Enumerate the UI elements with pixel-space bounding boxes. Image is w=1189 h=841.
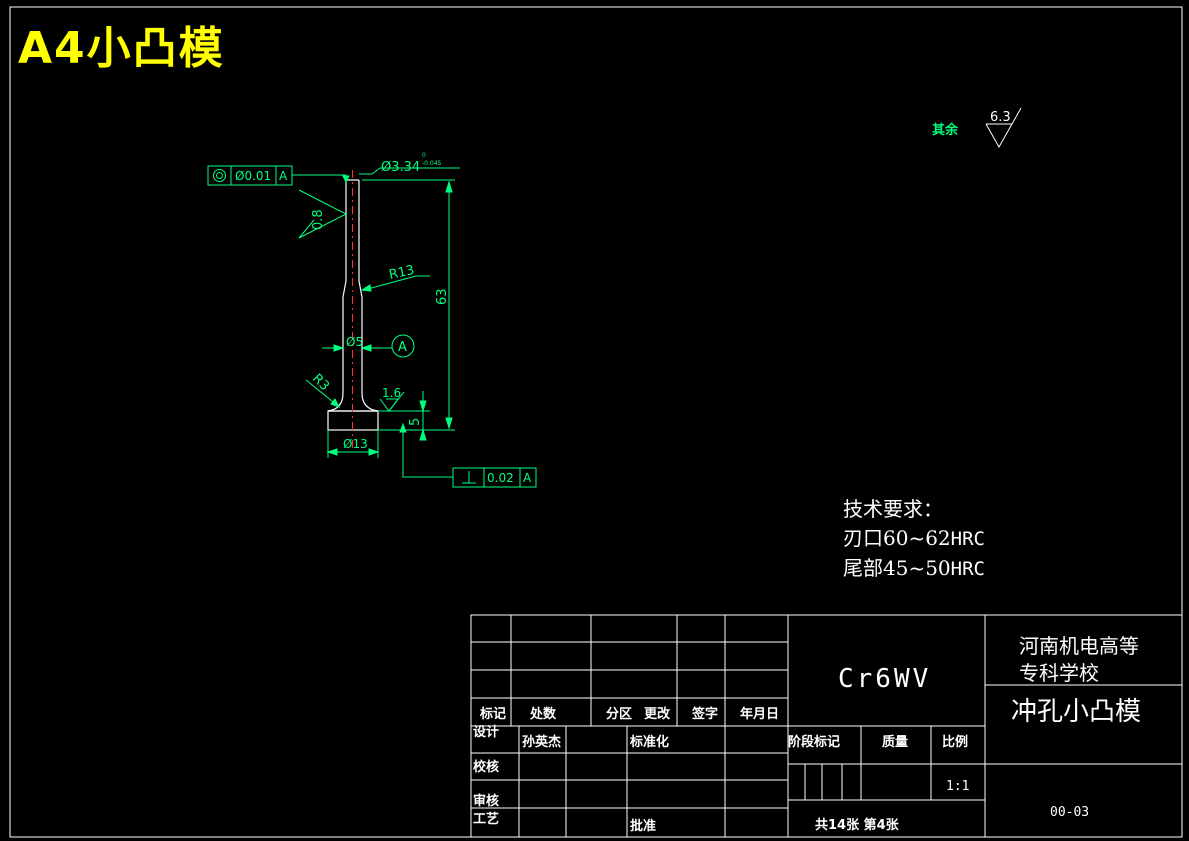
edge-hardness-text: 刃口60~62: [843, 526, 951, 550]
material-label: Cr6WV: [838, 664, 931, 694]
tip-diameter-label: Ø3.34: [381, 160, 420, 175]
scale-value: 1:1: [946, 779, 969, 794]
head-diameter-label: Ø13: [343, 437, 368, 451]
tech-requirement-edge: 刃口60~62HRC: [843, 522, 985, 551]
coaxiality-frame: [207, 165, 350, 186]
col-count: 处数: [529, 706, 557, 722]
col-mark: 标记: [479, 706, 506, 722]
coaxiality-value: Ø0.01: [235, 169, 271, 183]
tech-requirements-heading: 技术要求：: [843, 497, 943, 521]
roughness-head-value: 1.6: [382, 386, 401, 400]
other-surfaces-label: 其余: [932, 122, 959, 138]
sheets-count: 共14张 第4张: [815, 817, 900, 833]
stage-mark-label: 阶段标记: [788, 734, 840, 750]
other-surfaces-roughness-value: 6.3: [990, 110, 1011, 125]
coaxiality-datum: A: [279, 169, 288, 183]
length-63-dimension: [362, 179, 455, 431]
tip-tolerance-lower: -0.045: [422, 160, 442, 167]
tail-hardness-unit: HRC: [950, 558, 985, 580]
other-surfaces-roughness-symbol: [985, 107, 1022, 149]
drawing-border: [9, 6, 1183, 838]
roughness-tip-symbol: [298, 189, 348, 239]
drawing-number: 00-03: [1050, 805, 1089, 820]
roughness-tip-value: 0.8: [311, 209, 326, 230]
part-name: 冲孔小凸模: [1011, 697, 1141, 727]
perpendicularity-frame: [399, 422, 537, 488]
col-sign: 签字: [691, 706, 718, 722]
tech-requirement-tail: 尾部45~50HRC: [843, 552, 985, 581]
shank-diameter-dimension: [322, 334, 415, 358]
head-diameter-dimension: [326, 430, 380, 458]
row-standard: 标准化: [629, 734, 669, 750]
col-date: 年月日: [740, 706, 779, 722]
row-design: 设计: [473, 724, 499, 740]
tail-hardness-text: 尾部45~50: [843, 556, 951, 580]
perpendicularity-datum: A: [523, 471, 532, 485]
title-block-grid: [470, 614, 1183, 838]
col-change: 更改: [644, 706, 671, 722]
roughness-head-symbol: [379, 391, 405, 412]
sheet-size-label: A4小凸模: [18, 23, 225, 74]
perpendicularity-value: 0.02: [487, 471, 514, 485]
head-height-dimension: [378, 391, 430, 441]
datum-a-label: A: [398, 340, 407, 355]
school-name-line2: 专科学校: [1019, 661, 1099, 685]
school-name-line1: 河南机电高等: [1019, 634, 1139, 658]
r3-leader: [305, 379, 341, 408]
col-zone: 分区: [606, 706, 632, 722]
shank-diameter-label: Ø5: [346, 335, 363, 349]
scale-label: 比例: [942, 734, 968, 750]
r13-leader: [360, 275, 430, 292]
r3-label: R3: [309, 371, 332, 394]
tip-diameter-leader: [359, 167, 460, 175]
tip-tolerance-upper: 0: [422, 152, 426, 159]
row-process: 工艺: [473, 811, 499, 827]
mass-label: 质量: [882, 734, 908, 750]
row-check: 校核: [473, 759, 499, 775]
row-review: 审核: [473, 793, 499, 809]
length-63-label: 63: [435, 288, 450, 305]
r13-label: R13: [388, 263, 416, 283]
designer-name: 孙英杰: [522, 734, 561, 750]
row-approve: 批准: [630, 818, 656, 834]
head-height-label: 5: [408, 418, 423, 426]
edge-hardness-unit: HRC: [950, 528, 985, 550]
